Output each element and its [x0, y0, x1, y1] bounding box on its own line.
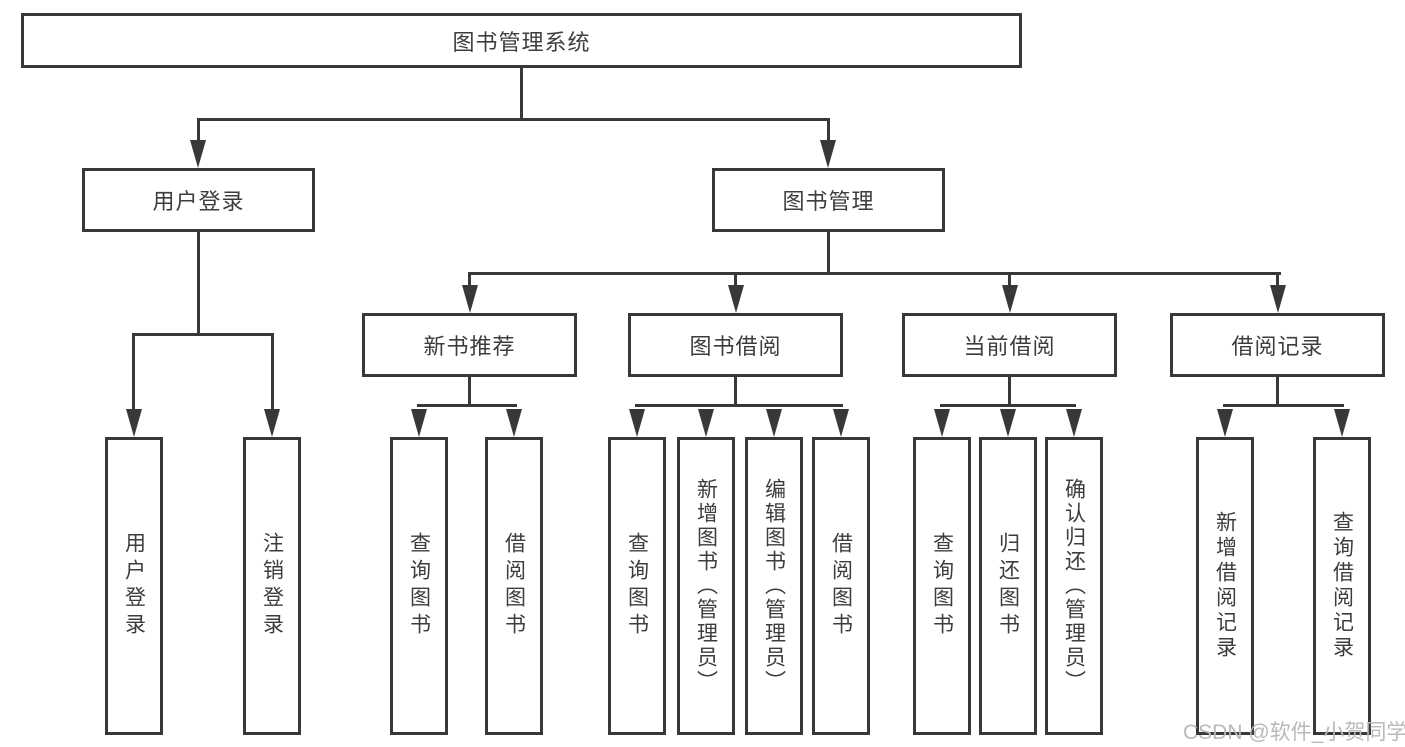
leaf-user-login: 用户登录 — [105, 437, 163, 735]
leaf-return-book: 归还图书 — [979, 437, 1037, 735]
arrowhead-icon — [1334, 409, 1350, 437]
node-new-book-recommend-label: 新书推荐 — [423, 334, 516, 359]
leaf-add-borrow-record: 新增借阅记录 — [1196, 437, 1254, 735]
leaf-edit-book-admin-label: 编辑图书（管理员） — [762, 478, 786, 694]
csdn-watermark: CSDN @软件_小贺同学 — [1183, 721, 1405, 744]
connector-newbook-stem — [468, 377, 471, 407]
node-current-borrowing: 当前借阅 — [902, 313, 1117, 377]
node-root-label: 图书管理系统 — [452, 29, 591, 55]
leaf-return-book-label: 归还图书 — [996, 532, 1020, 640]
leaf-confirm-return-admin-label: 确认归还（管理员） — [1062, 478, 1086, 694]
arrowhead-icon — [728, 285, 744, 313]
leaf-confirm-return-admin: 确认归还（管理员） — [1045, 437, 1103, 735]
connector-bookmgmt-rail — [468, 272, 1281, 275]
node-book-borrowing-label: 图书借阅 — [689, 334, 782, 359]
connector-borrow-stem — [734, 377, 737, 407]
arrowhead-icon — [820, 140, 836, 168]
leaf-borrow-borrow-book: 借阅图书 — [812, 437, 870, 735]
arrowhead-icon — [462, 285, 478, 313]
connector-drop-records — [1276, 272, 1279, 288]
connector-userlogin-rail — [132, 333, 274, 336]
leaf-current-query-book-label: 查询图书 — [930, 532, 954, 640]
node-borrowing-records: 借阅记录 — [1170, 313, 1385, 377]
leaf-borrow-query-book-label: 查询图书 — [625, 532, 649, 640]
arrowhead-icon — [1002, 285, 1018, 313]
connector-root-stem — [520, 68, 523, 118]
node-current-borrowing-label: 当前借阅 — [963, 334, 1056, 359]
node-new-book-recommend: 新书推荐 — [362, 313, 577, 377]
connector-newbook-rail — [417, 404, 517, 407]
node-book-borrowing: 图书借阅 — [628, 313, 843, 377]
arrowhead-icon — [126, 409, 142, 437]
leaf-newbook-borrow-book: 借阅图书 — [485, 437, 543, 735]
connector-current-rail — [940, 404, 1076, 407]
leaf-add-book-admin: 新增图书（管理员） — [677, 437, 735, 735]
leaf-current-query-book: 查询图书 — [913, 437, 971, 735]
connector-records-stem — [1276, 377, 1279, 407]
arrowhead-icon — [411, 409, 427, 437]
leaf-query-borrow-record: 查询借阅记录 — [1313, 437, 1371, 735]
leaf-query-borrow-record-label: 查询借阅记录 — [1330, 511, 1354, 661]
connector-drop-newbook — [468, 272, 471, 288]
node-book-mgmt-label: 图书管理 — [782, 189, 875, 214]
arrowhead-icon — [190, 140, 206, 168]
arrowhead-icon — [934, 409, 950, 437]
leaf-borrow-borrow-book-label: 借阅图书 — [829, 532, 853, 640]
leaf-user-login-label: 用户登录 — [122, 532, 146, 640]
connector-drop-user-login — [197, 118, 200, 144]
arrowhead-icon — [264, 409, 280, 437]
arrowhead-icon — [1000, 409, 1016, 437]
arrowhead-icon — [1066, 409, 1082, 437]
arrowhead-icon — [1270, 285, 1286, 313]
leaf-logout-label: 注销登录 — [260, 532, 284, 640]
node-user-login-label: 用户登录 — [152, 189, 245, 214]
connector-root-rail — [197, 118, 830, 121]
leaf-borrow-query-book: 查询图书 — [608, 437, 666, 735]
leaf-logout: 注销登录 — [243, 437, 301, 735]
connector-records-rail — [1223, 404, 1344, 407]
leaf-newbook-query-book: 查询图书 — [390, 437, 448, 735]
leaf-newbook-borrow-book-label: 借阅图书 — [502, 532, 526, 640]
arrowhead-icon — [1217, 409, 1233, 437]
connector-drop-leaf-user-login — [132, 333, 135, 411]
arrowhead-icon — [833, 409, 849, 437]
node-user-login-branch: 用户登录 — [82, 168, 315, 232]
node-root-library-system: 图书管理系统 — [21, 13, 1022, 68]
leaf-add-book-admin-label: 新增图书（管理员） — [694, 478, 718, 694]
connector-borrow-rail — [635, 404, 843, 407]
leaf-add-borrow-record-label: 新增借阅记录 — [1213, 511, 1237, 661]
arrowhead-icon — [698, 409, 714, 437]
connector-drop-current — [1008, 272, 1011, 288]
arrowhead-icon — [506, 409, 522, 437]
arrowhead-icon — [629, 409, 645, 437]
leaf-newbook-query-book-label: 查询图书 — [407, 532, 431, 640]
node-borrowing-records-label: 借阅记录 — [1231, 334, 1324, 359]
connector-drop-leaf-logout — [271, 333, 274, 411]
connector-drop-book-mgmt — [827, 118, 830, 144]
connector-userlogin-stem — [197, 232, 200, 336]
connector-current-stem — [1008, 377, 1011, 407]
connector-drop-borrow — [734, 272, 737, 288]
node-book-mgmt-branch: 图书管理 — [712, 168, 945, 232]
arrowhead-icon — [766, 409, 782, 437]
connector-bookmgmt-stem — [827, 232, 830, 275]
leaf-edit-book-admin: 编辑图书（管理员） — [745, 437, 803, 735]
